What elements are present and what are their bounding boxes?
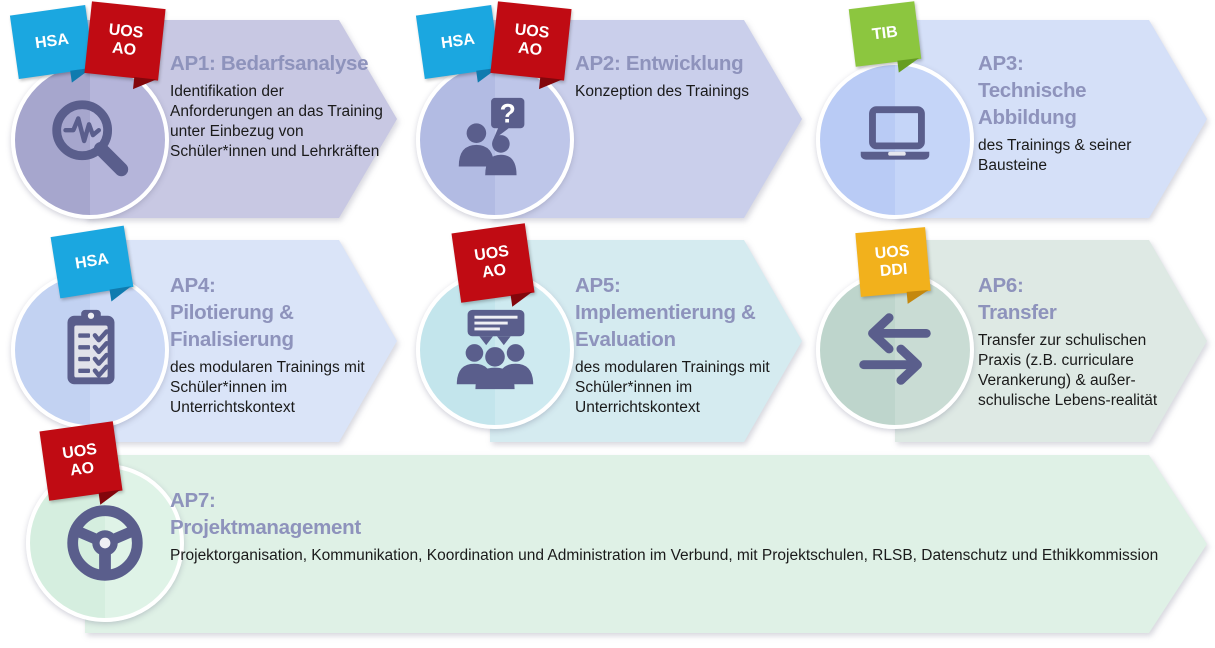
ap7-title: AP7: Projektmanagement <box>170 489 361 539</box>
ap2-icon-circle: ? <box>416 61 574 219</box>
clipboard-checklist-icon <box>67 309 115 385</box>
ap3-description: des Trainings & seiner Bausteine <box>978 137 1132 174</box>
ap2-tag-hsa: HSA <box>415 5 501 79</box>
ap7-tag-uos-ao: UOS AO <box>39 421 123 501</box>
tag-label: UOS AO <box>107 21 145 60</box>
ap2-title: AP2: Entwicklung <box>575 52 744 75</box>
audience-presentation-icon <box>456 309 534 390</box>
ap4-description: des modularen Trainings mit Schüler*inne… <box>170 359 365 416</box>
ap4-title: AP4: Pilotierung & Finalisierung <box>170 274 294 351</box>
ap2-description: Konzeption des Trainings <box>575 83 750 100</box>
ap3-tag-tib: TIB <box>848 1 922 67</box>
ap6-icon-circle <box>816 271 974 429</box>
transfer-arrows-icon <box>859 313 931 385</box>
ap1-tag-uos-ao: UOS AO <box>84 1 166 81</box>
laptop-icon <box>860 106 930 160</box>
people-question-icon: ? <box>458 97 525 176</box>
tag-label: TIB <box>871 23 899 44</box>
ap5-title: AP5: Implementierung & Evaluation <box>575 274 756 351</box>
ap1-tag-hsa: HSA <box>9 5 95 79</box>
tag-label: UOS AO <box>473 243 511 282</box>
ap6-tag-uos-ddi: UOS DDI <box>855 227 931 297</box>
tag-label: UOS AO <box>61 441 99 480</box>
tag-label: HSA <box>73 250 110 273</box>
tag-label: UOS AO <box>513 21 551 60</box>
ap1-title: AP1: Bedarfsanalyse <box>170 52 369 75</box>
ap2-tag-uos-ao: UOS AO <box>490 1 572 81</box>
ap5-icon-circle <box>416 271 574 429</box>
svg-text:?: ? <box>500 98 516 128</box>
ap3-title: AP3: Technische Abbildung <box>978 52 1087 129</box>
ap7-arrow-band <box>85 455 1207 633</box>
magnifier-pulse-icon <box>52 100 129 177</box>
ap4-tag-hsa: HSA <box>50 225 134 299</box>
ap6-title: AP6: Transfer <box>978 274 1057 324</box>
tag-label: UOS DDI <box>874 242 911 281</box>
steering-wheel-icon <box>67 505 143 581</box>
ap3-icon-circle <box>816 61 974 219</box>
ap1-description: Identifikation der Anforderungen an das … <box>170 83 383 160</box>
tag-label: HSA <box>440 30 476 53</box>
ap7-description: Projektorganisation, Kommunikation, Koor… <box>170 547 1159 564</box>
tag-label: HSA <box>34 30 70 53</box>
ap6-description: Transfer zur schulischen Praxis (z.B. cu… <box>978 332 1158 409</box>
ap5-tag-uos-ao: UOS AO <box>451 223 535 303</box>
ap5-description: des modularen Trainings mit Schüler*inne… <box>575 359 770 416</box>
ap4-icon-circle <box>11 271 169 429</box>
